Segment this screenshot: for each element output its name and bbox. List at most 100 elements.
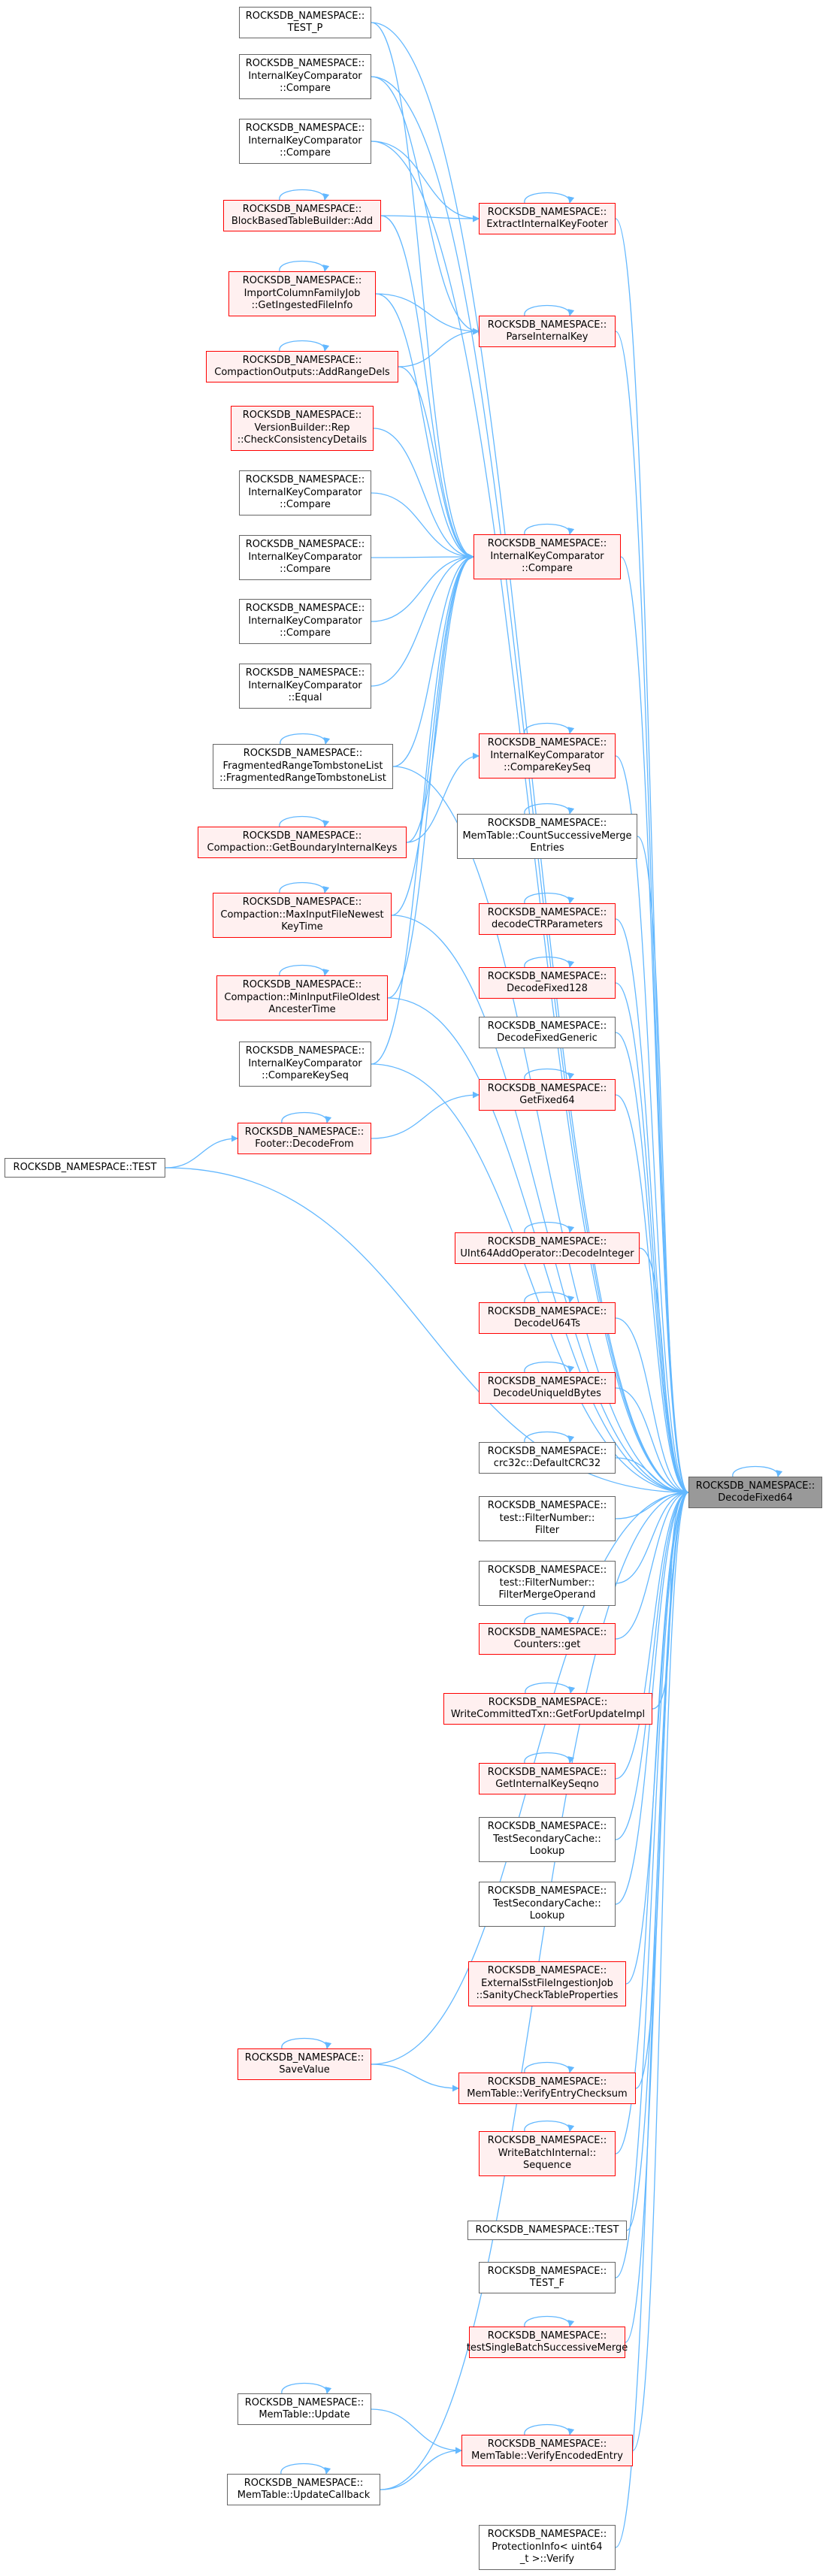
call-edge xyxy=(391,553,474,916)
node-label-line: VersionBuilder::Rep xyxy=(254,422,350,434)
node-uint64add-decode[interactable]: ROCKSDB_NAMESPACE::UInt64AddOperator::De… xyxy=(455,1232,640,1264)
node-footer-decodefrom[interactable]: ROCKSDB_NAMESPACE::Footer::DecodeFrom xyxy=(238,1123,371,1154)
node-label-line: InternalKeyComparator xyxy=(490,550,604,562)
node-compaction-max-newest[interactable]: ROCKSDB_NAMESPACE::Compaction::MaxInputF… xyxy=(213,893,392,938)
call-edge xyxy=(406,553,474,843)
node-extract-internal-key-footer[interactable]: ROCKSDB_NAMESPACE::ExtractInternalKeyFoo… xyxy=(479,203,616,234)
node-ikc-compare-1[interactable]: ROCKSDB_NAMESPACE::InternalKeyComparator… xyxy=(239,54,371,99)
node-memtable-verify-encoded[interactable]: ROCKSDB_NAMESPACE::MemTable::VerifyEncod… xyxy=(461,2435,633,2466)
node-getfixed64[interactable]: ROCKSDB_NAMESPACE::GetFixed64 xyxy=(479,1079,616,1111)
node-import-cf-job[interactable]: ROCKSDB_NAMESPACE::ImportColumnFamilyJob… xyxy=(228,271,376,316)
node-ikc-compare-5[interactable]: ROCKSDB_NAMESPACE::InternalKeyComparator… xyxy=(239,599,371,644)
node-decode-fixed128[interactable]: ROCKSDB_NAMESPACE::DecodeFixed128 xyxy=(479,967,616,999)
node-bbtb-add[interactable]: ROCKSDB_NAMESPACE::BlockBasedTableBuilde… xyxy=(223,200,381,231)
self-loop-edge xyxy=(524,892,575,904)
call-edge xyxy=(615,1489,689,1584)
node-ikc-comparekeyseq[interactable]: ROCKSDB_NAMESPACE::InternalKeyComparator… xyxy=(479,733,616,779)
node-ikc-equal[interactable]: ROCKSDB_NAMESPACE::InternalKeyComparator… xyxy=(239,664,371,709)
node-label-line: ROCKSDB_NAMESPACE:: xyxy=(487,737,607,749)
node-version-builder[interactable]: ROCKSDB_NAMESPACE::VersionBuilder::Rep::… xyxy=(231,406,374,451)
call-edge xyxy=(371,22,474,561)
self-loop-edge xyxy=(524,1068,575,1080)
node-decode-fixed-generic[interactable]: ROCKSDB_NAMESPACE::DecodeFixedGeneric xyxy=(479,1017,616,1048)
self-loop-edge xyxy=(281,1111,332,1123)
node-label-line: DecodeFixed128 xyxy=(507,983,588,994)
node-label-line: ROCKSDB_NAMESPACE:: xyxy=(487,2076,607,2088)
node-label-line: ROCKSDB_NAMESPACE:: xyxy=(245,539,365,551)
node-label-line: GetFixed64 xyxy=(519,1095,575,1106)
node-savevalue[interactable]: ROCKSDB_NAMESPACE::SaveValue xyxy=(238,2048,371,2080)
node-crc32c-default[interactable]: ROCKSDB_NAMESPACE::crc32c::DefaultCRC32 xyxy=(479,1442,616,1474)
node-label-line: MemTable::UpdateCallback xyxy=(237,2490,371,2501)
node-ikc-compare-3[interactable]: ROCKSDB_NAMESPACE::InternalKeyComparator… xyxy=(239,470,371,516)
node-memtable-updatecallback[interactable]: ROCKSDB_NAMESPACE::MemTable::UpdateCallb… xyxy=(227,2474,380,2505)
node-memtable-verify-entry[interactable]: ROCKSDB_NAMESPACE::MemTable::VerifyEntry… xyxy=(458,2073,636,2104)
node-testsecondarycache-lookup-2[interactable]: ROCKSDB_NAMESPACE::TestSecondaryCache::L… xyxy=(479,1882,616,1927)
node-writecommitted-getforupdate[interactable]: ROCKSDB_NAMESPACE::WriteCommittedTxn::Ge… xyxy=(443,1693,652,1725)
node-label-line: ROCKSDB_NAMESPACE:: xyxy=(487,538,607,550)
call-edge xyxy=(392,553,474,767)
call-edge xyxy=(637,836,689,1496)
node-label-line: ROCKSDB_NAMESPACE:: xyxy=(244,1126,365,1138)
node-label-line: decodeCTRParameters xyxy=(491,919,604,930)
node-ikc-compare-2[interactable]: ROCKSDB_NAMESPACE::InternalKeyComparator… xyxy=(239,119,371,164)
call-edge xyxy=(375,293,480,335)
node-label-line: _t >::Verify xyxy=(519,2553,575,2565)
node-filternumber-filter[interactable]: ROCKSDB_NAMESPACE::test::FilterNumber::F… xyxy=(479,1496,616,1541)
node-ikc-compare-main[interactable]: ROCKSDB_NAMESPACE::InternalKeyComparator… xyxy=(473,534,621,579)
node-label-line: InternalKeyComparator xyxy=(248,551,362,563)
node-testsecondarycache-lookup-1[interactable]: ROCKSDB_NAMESPACE::TestSecondaryCache::L… xyxy=(479,1817,616,1862)
node-label-line: TestSecondaryCache:: xyxy=(493,1833,601,1845)
node-test-f[interactable]: ROCKSDB_NAMESPACE::TEST_F xyxy=(479,2262,616,2293)
node-label-line: CompactionOutputs::AddRangeDels xyxy=(214,367,390,378)
self-loop-edge xyxy=(524,2423,575,2435)
self-loop-edge xyxy=(524,722,575,734)
node-ikc-compare-4[interactable]: ROCKSDB_NAMESPACE::InternalKeyComparator… xyxy=(239,535,371,580)
node-get-internal-key-seqno[interactable]: ROCKSDB_NAMESPACE::GetInternalKeySeqno xyxy=(479,1763,616,1794)
node-filternumber-merge[interactable]: ROCKSDB_NAMESPACE::test::FilterNumber::F… xyxy=(479,1561,616,1606)
node-label-line: ::SanityCheckTableProperties xyxy=(476,1990,619,2002)
node-parse-internal-key[interactable]: ROCKSDB_NAMESPACE::ParseInternalKey xyxy=(479,316,616,347)
node-memtable-update[interactable]: ROCKSDB_NAMESPACE::MemTable::Update xyxy=(238,2393,371,2425)
node-test-single-batch-merge[interactable]: ROCKSDB_NAMESPACE::testSingleBatchSucces… xyxy=(467,2327,628,2358)
node-label-line: ROCKSDB_NAMESPACE:: xyxy=(488,1696,608,1708)
node-label-line: Lookup xyxy=(529,1846,565,1858)
node-label-line: DecodeU64Ts xyxy=(514,1318,580,1329)
node-label-line: Footer::DecodeFrom xyxy=(255,1138,354,1150)
node-decode-ctr[interactable]: ROCKSDB_NAMESPACE::decodeCTRParameters xyxy=(479,903,616,935)
call-edge xyxy=(615,982,689,1496)
node-decode-u64ts[interactable]: ROCKSDB_NAMESPACE::DecodeU64Ts xyxy=(479,1302,616,1334)
node-fragmented-range-tombstone-list[interactable]: ROCKSDB_NAMESPACE::FragmentedRangeTombst… xyxy=(213,744,393,789)
node-label-line: ROCKSDB_NAMESPACE:: xyxy=(487,1500,607,1512)
call-edge xyxy=(615,918,689,1496)
call-edge xyxy=(615,755,689,1496)
node-compaction-outputs[interactable]: ROCKSDB_NAMESPACE::CompactionOutputs::Ad… xyxy=(206,351,398,382)
node-test-mid[interactable]: ROCKSDB_NAMESPACE::TEST xyxy=(467,2221,627,2240)
node-counters-get[interactable]: ROCKSDB_NAMESPACE::Counters::get xyxy=(479,1623,616,1655)
node-label-line: InternalKeyComparator xyxy=(248,486,362,498)
node-test-p[interactable]: ROCKSDB_NAMESPACE::TEST_P xyxy=(239,7,371,38)
node-label-line: ROCKSDB_NAMESPACE:: xyxy=(242,203,362,215)
node-label-line: TEST_F xyxy=(529,2278,565,2289)
node-label-line: ROCKSDB_NAMESPACE:: xyxy=(487,2438,607,2450)
self-loop-edge xyxy=(279,881,330,893)
node-label-line: ROCKSDB_NAMESPACE:: xyxy=(487,906,607,918)
node-label-line: Compaction::MinInputFileOldest xyxy=(224,991,380,1003)
node-compaction-min-oldest[interactable]: ROCKSDB_NAMESPACE::Compaction::MinInputF… xyxy=(216,975,388,1020)
node-compaction-boundary-keys[interactable]: ROCKSDB_NAMESPACE::Compaction::GetBounda… xyxy=(198,827,407,858)
node-label-line: ROCKSDB_NAMESPACE:: xyxy=(242,410,362,422)
node-label-line: ROCKSDB_NAMESPACE:: xyxy=(487,1235,607,1247)
node-label-line: KeyTime xyxy=(281,921,323,933)
node-external-sst-sanity[interactable]: ROCKSDB_NAMESPACE::ExternalSstFileIngest… xyxy=(468,1961,626,2006)
node-label-line: ROCKSDB_NAMESPACE:: xyxy=(245,58,365,70)
node-protectioninfo-verify[interactable]: ROCKSDB_NAMESPACE::ProtectionInfo< uint6… xyxy=(479,2525,616,2570)
node-label-line: BlockBasedTableBuilder::Add xyxy=(231,216,374,227)
node-ikc-comparekeyseq-left[interactable]: ROCKSDB_NAMESPACE::InternalKeyComparator… xyxy=(239,1042,371,1087)
node-decode-unique-id[interactable]: ROCKSDB_NAMESPACE::DecodeUniqueIdBytes xyxy=(479,1372,616,1404)
node-test-left[interactable]: ROCKSDB_NAMESPACE::TEST xyxy=(5,1158,165,1178)
node-label-line: Compaction::MaxInputFileNewest xyxy=(220,909,384,921)
node-writebatch-sequence[interactable]: ROCKSDB_NAMESPACE::WriteBatchInternal::S… xyxy=(479,2131,616,2176)
call-edge xyxy=(615,1489,689,2154)
node-memtable-count-merge[interactable]: ROCKSDB_NAMESPACE::MemTable::CountSucces… xyxy=(457,814,637,859)
